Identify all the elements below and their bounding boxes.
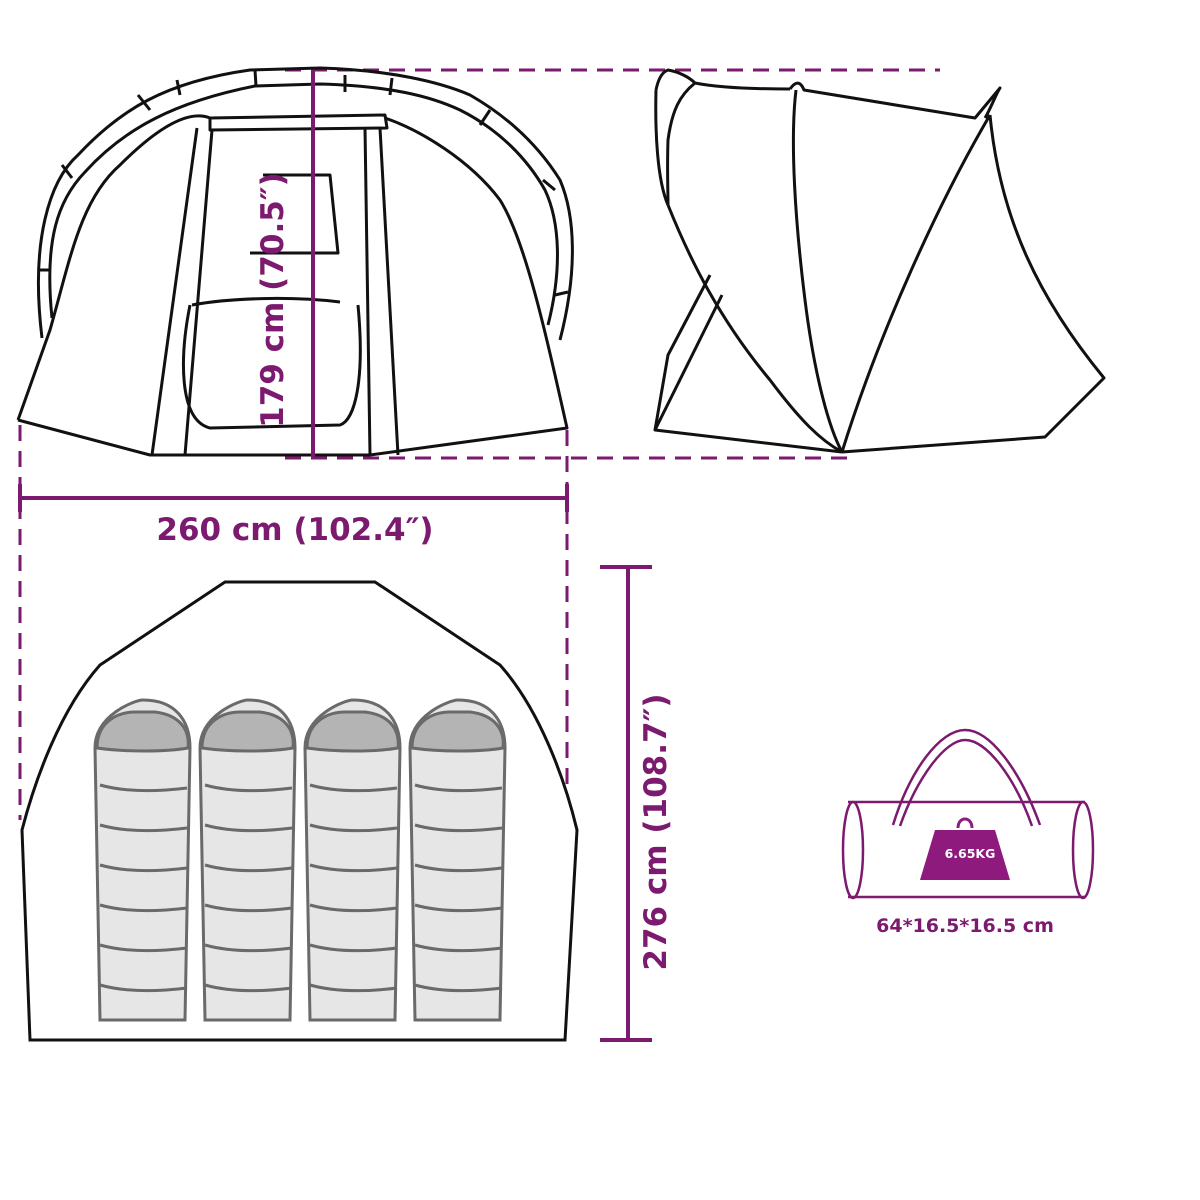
bag-size-label: 64*16.5*16.5 cm — [876, 915, 1054, 937]
depth-dimension-line — [600, 565, 652, 1042]
depth-label: 276 cm (108.7″) — [638, 693, 674, 971]
sleeping-bag-3 — [303, 698, 402, 1022]
width-label: 260 cm (102.4″) — [156, 512, 434, 548]
sleeping-bag-1 — [93, 698, 192, 1022]
width-dimension-line — [18, 484, 569, 512]
sleeping-bag-2 — [198, 698, 297, 1022]
weight-icon — [920, 817, 1010, 880]
sleeping-bags — [93, 698, 507, 1022]
bag-weight-label: 6.65KG — [944, 846, 996, 861]
tent-side-view — [653, 68, 1106, 454]
tent-front-view — [16, 66, 574, 457]
height-label: 179 cm (70.5″) — [255, 172, 291, 428]
sleeping-bag-4 — [408, 698, 507, 1022]
carry-bag-icon — [841, 728, 1095, 900]
